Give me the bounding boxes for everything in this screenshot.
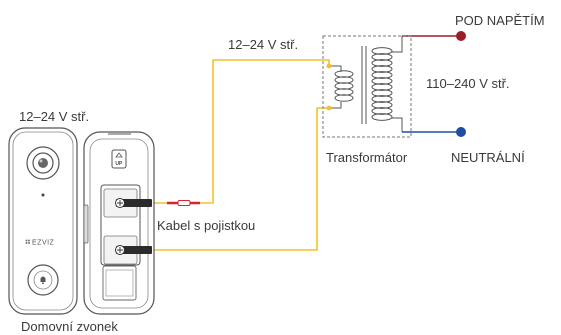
bell-icon bbox=[27, 264, 59, 296]
screw-terminal-icon bbox=[115, 245, 125, 255]
mains-voltage-label: 110–240 V stř. bbox=[426, 76, 510, 91]
secondary-coil bbox=[334, 70, 354, 102]
primary-coil bbox=[371, 47, 393, 121]
sensor-dot bbox=[41, 193, 45, 197]
up-label: UP bbox=[115, 161, 123, 167]
fuse-holder bbox=[167, 200, 200, 206]
brand-logo: EZVIZ bbox=[25, 239, 55, 247]
brand-logo-text: EZVIZ bbox=[32, 240, 55, 247]
doorbell-front: EZVIZ bbox=[8, 127, 78, 315]
wire-top bbox=[151, 59, 330, 204]
up-button-icon: UP bbox=[111, 149, 127, 169]
neutral-terminal bbox=[456, 127, 466, 137]
fuse-cable-label: Kabel s pojistkou bbox=[157, 218, 255, 233]
transformer-input-voltage-label: 12–24 V stř. bbox=[228, 37, 298, 52]
doorbell-label: Domovní zvonek bbox=[21, 319, 118, 334]
doorbell-back: UP bbox=[83, 131, 155, 315]
transformer-box bbox=[322, 35, 412, 138]
camera-lens-icon bbox=[26, 146, 60, 180]
live-terminal bbox=[456, 31, 466, 41]
transformer-label: Transformátor bbox=[326, 150, 408, 165]
doorbell-voltage-label: 12–24 V stř. bbox=[19, 109, 89, 124]
live-label: POD NAPĚTÍM bbox=[455, 13, 545, 28]
transformer-terminal-bottom bbox=[326, 105, 332, 111]
transformer bbox=[322, 35, 412, 138]
transformer-terminal-top bbox=[326, 63, 332, 69]
neutral-label: NEUTRÁLNÍ bbox=[451, 150, 525, 165]
screw-terminal-icon bbox=[115, 198, 125, 208]
